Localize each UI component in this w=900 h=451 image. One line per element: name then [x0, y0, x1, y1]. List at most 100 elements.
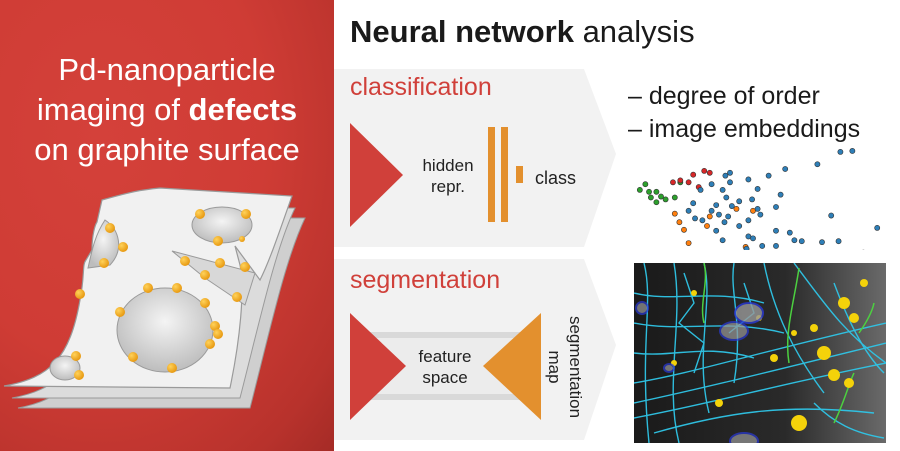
- graphite-sheet-illustration: [3, 187, 306, 409]
- bullet-degree-of-order: – degree of order: [628, 82, 820, 110]
- scatter-point: [837, 148, 844, 155]
- defect-hole-small: [49, 355, 81, 381]
- scatter-point: [736, 198, 743, 205]
- scatter-point: [773, 243, 779, 249]
- scatter-point: [662, 196, 669, 203]
- scatter-point: [658, 193, 664, 200]
- output-node: [516, 166, 523, 183]
- green-edges: [701, 263, 875, 424]
- repr-text: repr.: [430, 177, 466, 196]
- scatter-point: [814, 161, 821, 168]
- scatter-point: [706, 169, 713, 176]
- title-bold: Neural network: [350, 14, 574, 49]
- scatter-point: [749, 196, 755, 203]
- output-bullets: – degree of order – image embeddings: [628, 80, 860, 146]
- scatter-point: [719, 237, 726, 244]
- scatter-point: [773, 204, 779, 210]
- scatter-point: [773, 227, 779, 234]
- scatter-point: [692, 215, 698, 222]
- scatter-point: [713, 227, 720, 234]
- map-word: map: [545, 350, 564, 384]
- scatter-point: [701, 167, 708, 174]
- scatter-point: [670, 179, 676, 186]
- scatter-point: [835, 238, 842, 245]
- feature-space-text: feature space: [405, 346, 485, 388]
- scatter-point: [671, 210, 678, 217]
- class-text: class: [535, 168, 577, 188]
- scatter-point: [728, 203, 735, 209]
- scatter-point: [708, 181, 715, 188]
- pd-nanoparticles: [71, 209, 251, 380]
- scatter-point: [685, 179, 692, 186]
- scatter-point: [750, 235, 756, 242]
- blue-outlined-regions: [635, 301, 764, 443]
- scatter-point: [647, 194, 654, 201]
- scatter-point: [874, 225, 881, 231]
- embedding-scatter-plot: [636, 148, 881, 250]
- segmentation-overlay: [634, 263, 886, 443]
- scatter-point: [727, 179, 733, 186]
- scatter-point: [777, 191, 784, 198]
- page-title: Neural network analysis: [350, 14, 695, 50]
- scatter-point: [782, 166, 789, 172]
- scatter-point: [653, 188, 660, 195]
- scatter-point: [733, 206, 740, 212]
- scatter-point: [819, 239, 825, 246]
- classification-panel-bg: [334, 69, 616, 247]
- scatter-point: [719, 187, 726, 193]
- segmentation-word: segmentation: [566, 315, 585, 419]
- yellow-particles: [671, 279, 868, 431]
- scatter-point: [716, 211, 722, 218]
- scatter-point: [745, 217, 752, 224]
- scatter-point: [791, 237, 798, 244]
- segmentation-map-image: [634, 263, 886, 443]
- scatter-point: [745, 176, 752, 183]
- scatter-point: [765, 172, 772, 179]
- scatter-point: [690, 171, 697, 178]
- scatter-point: [722, 172, 729, 179]
- scatter-point: [708, 207, 715, 214]
- scatter-point: [685, 207, 692, 214]
- scatter-point: [828, 212, 835, 219]
- scatter-point: [677, 177, 684, 184]
- scatter-point: [743, 245, 750, 250]
- scatter-point: [727, 169, 733, 176]
- scatter-point: [646, 188, 652, 195]
- scatter-point: [798, 238, 805, 245]
- feature-text: feature: [418, 347, 472, 366]
- scatter-point: [706, 213, 713, 220]
- scatter-point: [697, 187, 704, 193]
- encoder-triangle: [350, 313, 406, 420]
- left-title-line2: imaging of defects: [0, 90, 334, 130]
- scatter-point: [713, 202, 720, 208]
- segmentation-label: segmentation: [350, 266, 501, 294]
- hidden-text: hidden: [422, 156, 474, 175]
- scatter-point: [690, 200, 697, 207]
- left-title: Pd-nanoparticle imaging of defects on gr…: [0, 50, 334, 170]
- scatter-point: [653, 199, 660, 206]
- scatter-point: [721, 219, 728, 226]
- left-panel: Pd-nanoparticle imaging of defects on gr…: [0, 0, 334, 451]
- scatter-point: [685, 240, 692, 246]
- scatter-point: [723, 194, 730, 201]
- decoder-triangle: [483, 313, 541, 420]
- scatter-point: [642, 181, 649, 188]
- scatter-point: [699, 217, 706, 224]
- scatter-point: [676, 219, 683, 226]
- left-title-line3: on graphite surface: [34, 132, 300, 167]
- scatter-point: [736, 223, 743, 229]
- encoder-triangle: [350, 123, 403, 227]
- space-text: space: [422, 368, 468, 387]
- scatter-point: [757, 211, 764, 218]
- defect-crack: [171, 250, 256, 306]
- cyan-edges: [634, 263, 886, 443]
- hidden-repr-text: hidden repr.: [408, 155, 488, 197]
- hidden-layer-bar-1: [488, 127, 495, 222]
- left-title-bold: defects: [188, 92, 298, 127]
- title-rest: analysis: [573, 14, 695, 49]
- bullet-image-embeddings: – image embeddings: [628, 115, 861, 143]
- scatter-point: [681, 226, 687, 233]
- hidden-layer-bar-2: [501, 127, 508, 222]
